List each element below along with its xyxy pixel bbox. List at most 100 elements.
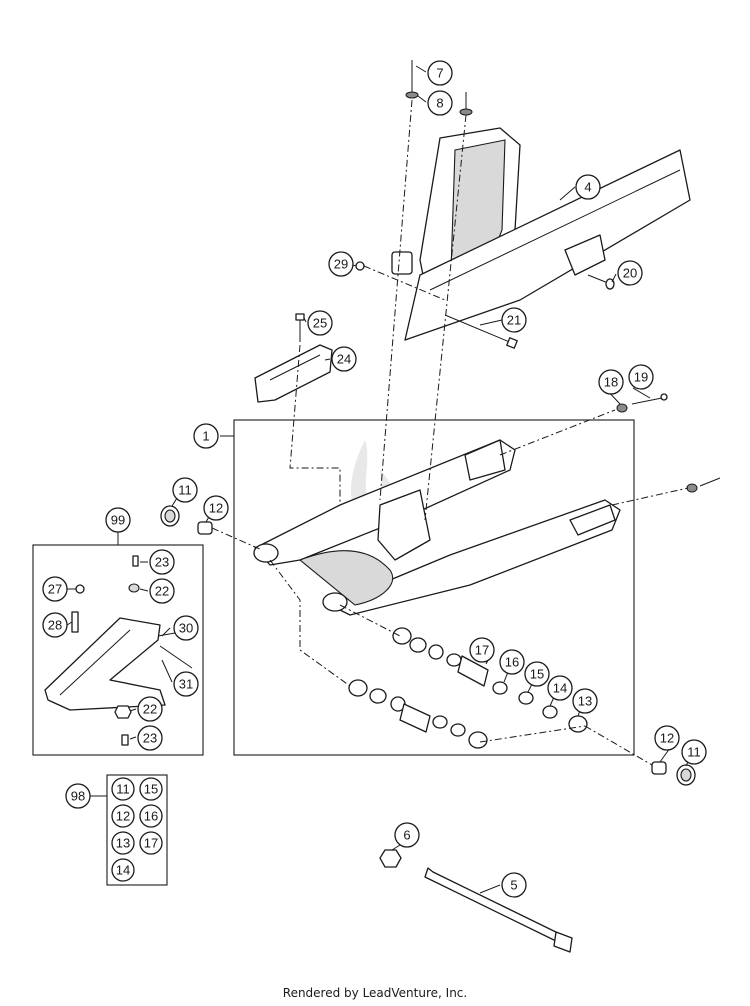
svg-text:25: 25 (313, 316, 327, 331)
svg-text:16: 16 (505, 655, 519, 670)
svg-text:29: 29 (334, 257, 348, 272)
svg-text:11: 11 (178, 483, 192, 498)
callout-21: 21 (501, 307, 527, 333)
callout-22-top: 22 (149, 578, 175, 604)
kit-98-item-15: 15 (139, 777, 163, 801)
svg-text:12: 12 (116, 809, 130, 824)
callout-1: 1 (193, 423, 219, 449)
callout-23-top: 23 (149, 549, 175, 575)
svg-text:11: 11 (687, 745, 701, 760)
svg-text:23: 23 (143, 731, 157, 746)
callout-20: 20 (617, 260, 643, 286)
bushing-right (651, 761, 667, 775)
callout-18: 18 (598, 369, 624, 395)
svg-text:14: 14 (553, 681, 567, 696)
assembly-lines (211, 99, 689, 766)
svg-text:11: 11 (116, 782, 130, 797)
bushing-left (197, 521, 213, 535)
nut (379, 849, 402, 868)
callout-15: 15 (524, 661, 550, 687)
callout-6: 6 (394, 822, 420, 848)
washer-29 (355, 261, 365, 271)
svg-text:18: 18 (604, 375, 618, 390)
callout-13: 13 (572, 688, 598, 714)
swingarm (253, 439, 621, 616)
callout-8: 8 (427, 90, 453, 116)
svg-text:98: 98 (71, 789, 85, 804)
callout-17: 17 (469, 637, 495, 663)
callout-31: 31 (173, 671, 199, 697)
svg-text:6: 6 (403, 828, 410, 843)
callout-14: 14 (547, 675, 573, 701)
svg-text:14: 14 (116, 863, 130, 878)
svg-text:31: 31 (179, 677, 193, 692)
callout-23-bottom: 23 (137, 725, 163, 751)
mount-block (391, 251, 413, 275)
callout-27: 27 (42, 576, 68, 602)
dust-cap-right-inner (680, 768, 692, 782)
screw (587, 274, 615, 290)
svg-text:1: 1 (202, 429, 209, 444)
svg-text:17: 17 (475, 643, 489, 658)
svg-text:24: 24 (337, 352, 351, 367)
screw-25 (295, 313, 305, 342)
callout-5: 5 (501, 872, 527, 898)
svg-text:17: 17 (144, 836, 158, 851)
callout-24: 24 (331, 346, 357, 372)
svg-text:19: 19 (634, 370, 648, 385)
bolt (444, 314, 518, 349)
svg-text:27: 27 (48, 582, 62, 597)
callout-30: 30 (173, 615, 199, 641)
svg-text:28: 28 (48, 618, 62, 633)
callout-7: 7 (427, 60, 453, 86)
kit-98-item-12: 12 (111, 804, 135, 828)
callout-25: 25 (307, 310, 333, 336)
callout-28: 28 (42, 612, 68, 638)
svg-text:5: 5 (510, 878, 517, 893)
svg-text:12: 12 (660, 731, 674, 746)
footer-credit: Rendered by LeadVenture, Inc. (282, 986, 468, 1000)
svg-text:22: 22 (143, 702, 157, 717)
callout-12-right: 12 (654, 725, 680, 751)
bearing-stack-lower (348, 679, 488, 749)
svg-text:20: 20 (623, 266, 637, 281)
callout-11-left: 11 (172, 477, 198, 503)
bolt-18-19 (616, 393, 721, 493)
callout-11-right: 11 (681, 739, 707, 765)
svg-text:8: 8 (436, 96, 443, 111)
svg-text:30: 30 (179, 621, 193, 636)
callout-4: 4 (575, 174, 601, 200)
swingarm-group-box (233, 419, 635, 756)
callout-19: 19 (628, 364, 654, 390)
svg-text:21: 21 (507, 313, 521, 328)
kit-98-item-14: 14 (111, 858, 135, 882)
kit-98-box (106, 774, 168, 886)
svg-text:22: 22 (155, 584, 169, 599)
chain-guide (44, 617, 166, 711)
callout-22-bottom: 22 (137, 696, 163, 722)
svg-text:99: 99 (111, 513, 125, 528)
callout-29: 29 (328, 251, 354, 277)
kit-98-item-16: 16 (139, 804, 163, 828)
svg-text:15: 15 (530, 667, 544, 682)
kit-98-item-13: 13 (111, 831, 135, 855)
kit-98-item-17: 17 (139, 831, 163, 855)
callout-12-left: 12 (203, 495, 229, 521)
kit-98-item-11: 11 (111, 777, 135, 801)
svg-text:7: 7 (436, 66, 443, 81)
dust-cap-left-inner (164, 509, 176, 523)
svg-text:16: 16 (144, 809, 158, 824)
callout-98: 98 (65, 783, 91, 809)
chain-guard (404, 127, 691, 341)
svg-text:15: 15 (144, 782, 158, 797)
callout-16: 16 (499, 649, 525, 675)
svg-text:13: 13 (116, 836, 130, 851)
chain-slider (254, 344, 333, 403)
svg-text:23: 23 (155, 555, 169, 570)
screw-washer (405, 60, 473, 116)
callout-99: 99 (105, 507, 131, 533)
svg-text:4: 4 (584, 180, 591, 195)
swingarm-pivot-shaft (424, 867, 573, 953)
svg-text:12: 12 (209, 501, 223, 516)
